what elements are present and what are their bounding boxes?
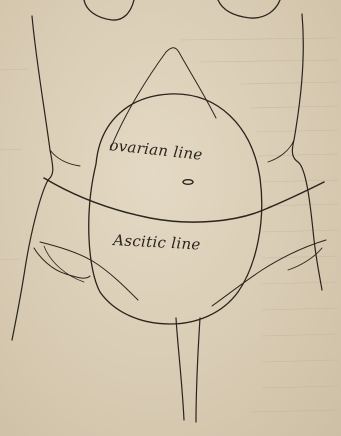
left-breast-curve: [84, 0, 134, 20]
ascitic-line-label: Ascitic line: [111, 231, 201, 254]
left-inguinal-line: [40, 242, 138, 300]
right-waist-crease: [268, 140, 294, 162]
left-iliac-fold: [34, 248, 90, 278]
costal-margin: [110, 48, 216, 150]
torso-right-outline: [292, 14, 322, 290]
left-thigh-line: [176, 318, 184, 420]
umbilicus: [183, 180, 193, 185]
left-waist-crease: [50, 150, 80, 166]
right-thigh-line: [196, 318, 200, 422]
left-iliac-contour: [44, 246, 84, 282]
ovarian-line-label: ovarian line: [109, 136, 204, 164]
ascitic-dullness-line: [44, 178, 324, 222]
torso-left-outline: [12, 16, 53, 340]
right-inguinal-line: [212, 240, 326, 306]
right-breast-curve: [218, 0, 280, 18]
